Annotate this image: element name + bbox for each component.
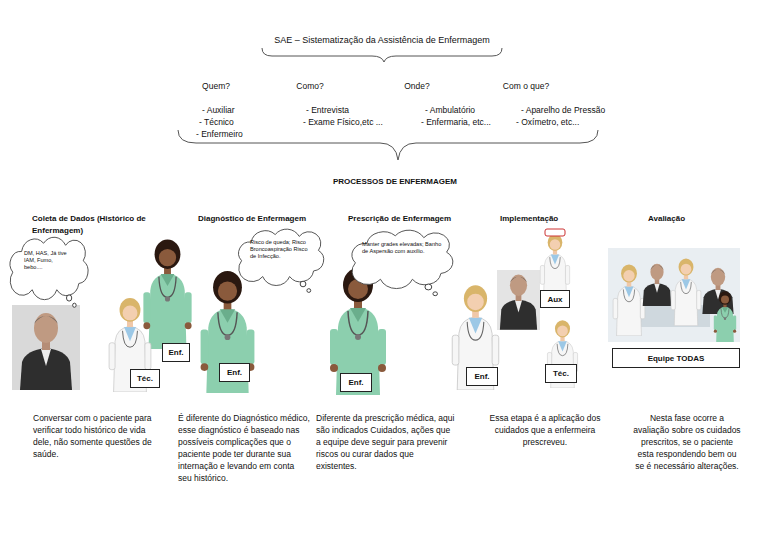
role-label: Enf. xyxy=(474,372,489,381)
question-label: Como? xyxy=(286,80,334,92)
role-label: Enf. xyxy=(348,378,363,387)
role-label: Enf. xyxy=(227,368,242,377)
question-label: - Entrevista xyxy=(306,104,406,116)
question-label: - Exame Físico,etc ... xyxy=(303,116,403,128)
step-description: Diferente da prescrição médica, aqui são… xyxy=(316,412,456,472)
nurse-figure xyxy=(452,285,499,390)
nurse-figure xyxy=(201,271,255,393)
role-box: Enf. xyxy=(162,343,190,362)
diagram-title: SAE – Sistematização da Assistência de E… xyxy=(232,34,532,46)
step-description: Conversar com o paciente para verificar … xyxy=(33,412,163,460)
step-heading: Coleta de Dados (Histórico de Enfermagem… xyxy=(32,213,154,237)
nurse-cap xyxy=(545,229,565,236)
question-label: - Enfermeiro xyxy=(196,128,286,140)
question-label: - Aparelho de Pressão xyxy=(521,104,631,116)
bracket xyxy=(178,48,598,160)
role-box: Equipe TODAS xyxy=(612,348,740,368)
cloud-text: DM, HAS, Já tive IAM, Fumo, bebo.... xyxy=(24,250,72,271)
patient-photo xyxy=(12,305,80,390)
step-description: Essa etapa é a aplicação dos cuidados qu… xyxy=(482,412,608,448)
thought-cloud: Manter grades elevadas; Banho de Aspersã… xyxy=(344,229,458,287)
cloud-outline xyxy=(4,236,92,298)
role-label: Enf. xyxy=(168,348,183,357)
role-box: Aux xyxy=(540,290,570,308)
step-heading: Diagnóstico de Enfermagem xyxy=(198,213,338,225)
step-heading: Implementação xyxy=(500,213,590,225)
cloud-text: Risco de queda; Risco Broncoaspiração Ri… xyxy=(250,239,310,260)
role-label: Aux xyxy=(547,295,562,304)
question-label: - Auxiliar xyxy=(202,104,292,116)
question-label: Quem? xyxy=(192,80,240,92)
doctor-photo xyxy=(497,270,540,330)
cloud-outline xyxy=(344,229,458,287)
thought-cloud: Risco de queda; Risco Broncoaspiração Ri… xyxy=(232,228,328,284)
step-heading: Avaliação xyxy=(648,213,728,225)
nurse-figure xyxy=(330,268,386,395)
step-heading: Prescrição de Enfermagem xyxy=(348,213,478,225)
step-description: É diferente do Diagnóstico médico, esse … xyxy=(178,412,310,484)
step-description: Nesta fase ocorre a avaliação sobre os c… xyxy=(632,412,742,472)
nurse-figure xyxy=(143,240,191,349)
role-label: Téc. xyxy=(137,374,153,383)
question-label: - Técnico xyxy=(199,116,289,128)
role-label: Téc. xyxy=(553,369,569,378)
role-box: Enf. xyxy=(219,363,250,382)
role-box: Enf. xyxy=(466,367,498,386)
cloud-text: Manter grades elevadas; Banho de Aspersã… xyxy=(362,241,444,255)
role-label: Equipe TODAS xyxy=(648,354,705,363)
question-label: Com o que? xyxy=(490,80,562,92)
thought-cloud: DM, HAS, Já tive IAM, Fumo, bebo.... xyxy=(4,236,92,298)
step-heading: PROCESSOS DE ENFERMAGEM xyxy=(295,176,495,188)
role-box: Téc. xyxy=(130,369,160,388)
question-label: - Enfermaria, etc... xyxy=(421,116,511,128)
role-box: Enf. xyxy=(340,373,372,392)
role-box: Téc. xyxy=(545,364,577,383)
question-label: - Oxímetro, etc... xyxy=(516,116,626,128)
team-photo xyxy=(608,248,740,342)
question-label: - Ambulatório xyxy=(425,104,515,116)
question-label: Onde? xyxy=(393,80,441,92)
